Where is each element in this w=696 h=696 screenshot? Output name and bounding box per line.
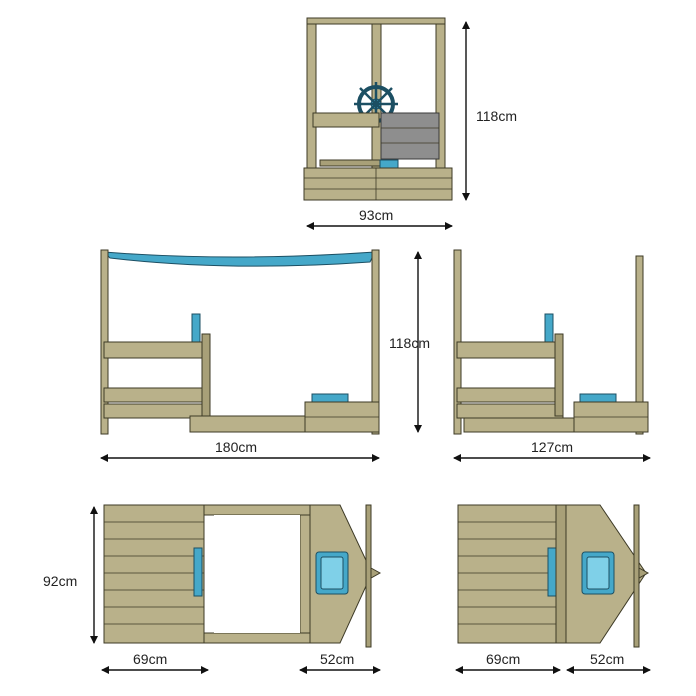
long-width-label: 180cm bbox=[215, 439, 257, 455]
right-sandbox-label: 69cm bbox=[486, 651, 520, 667]
right-wheel-icon bbox=[547, 547, 557, 597]
left-sand-area bbox=[214, 515, 300, 633]
left-sandbox-label: 69cm bbox=[133, 651, 167, 667]
side-view-long bbox=[100, 249, 380, 435]
front-box bbox=[379, 159, 399, 169]
short-upper-rail bbox=[456, 341, 564, 359]
long-support bbox=[201, 333, 211, 417]
front-bench bbox=[380, 112, 440, 160]
front-top-beam bbox=[306, 17, 446, 25]
left-mast bbox=[365, 504, 372, 648]
short-support bbox=[554, 333, 564, 417]
long-lid-box bbox=[311, 393, 349, 403]
long-right-post bbox=[371, 249, 380, 435]
long-upper-rail bbox=[103, 341, 211, 359]
right-frame-side bbox=[555, 504, 567, 644]
short-bottom-rail bbox=[456, 403, 564, 419]
side-view-short bbox=[453, 249, 649, 435]
short-lid-box bbox=[579, 393, 617, 403]
short-sandbox-base bbox=[463, 417, 575, 433]
left-frame-top bbox=[203, 504, 311, 516]
front-base bbox=[303, 167, 453, 201]
long-sandbox-base bbox=[189, 415, 306, 433]
left-deck bbox=[103, 504, 205, 644]
front-rail bbox=[312, 112, 380, 128]
front-view bbox=[303, 17, 453, 201]
top-view-left bbox=[103, 504, 382, 648]
left-bow-label: 52cm bbox=[320, 651, 354, 667]
left-depth-label: 92cm bbox=[43, 573, 77, 589]
short-lower-rail bbox=[456, 387, 564, 403]
right-bow-label: 52cm bbox=[590, 651, 624, 667]
left-frame-bottom bbox=[203, 632, 311, 644]
canopy bbox=[102, 251, 376, 267]
front-left-post bbox=[306, 17, 317, 169]
front-width-label: 93cm bbox=[359, 207, 393, 223]
front-shelf bbox=[319, 159, 381, 167]
short-wheel-icon bbox=[544, 313, 554, 343]
long-lower-rail bbox=[103, 387, 211, 403]
top-view-right bbox=[457, 504, 650, 648]
right-mast bbox=[633, 504, 640, 648]
long-height-label: 118cm bbox=[389, 335, 430, 351]
left-frame-side bbox=[299, 514, 311, 634]
right-deck bbox=[457, 504, 559, 644]
left-wheel-icon bbox=[193, 547, 203, 597]
front-height-label: 118cm bbox=[476, 108, 517, 124]
short-width-label: 127cm bbox=[531, 439, 573, 455]
short-right-post bbox=[635, 255, 644, 435]
long-wheel-icon bbox=[191, 313, 201, 343]
